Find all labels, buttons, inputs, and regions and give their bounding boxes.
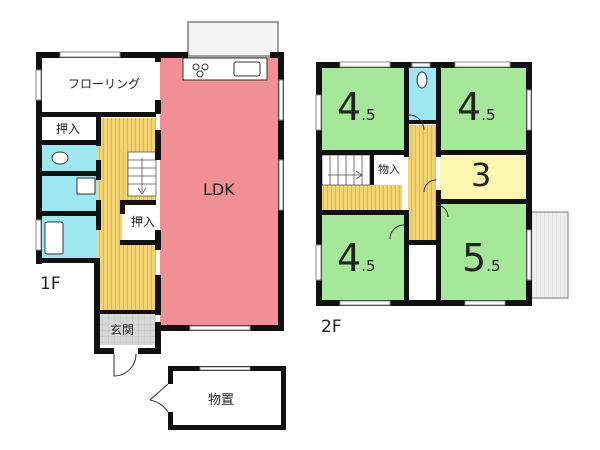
ldk-room bbox=[160, 57, 278, 325]
room-label-ldk: LDK bbox=[203, 180, 235, 199]
room-size-ne-dec: .5 bbox=[481, 106, 496, 124]
closet-mid bbox=[122, 205, 158, 243]
room-size-se: 5.5 bbox=[462, 239, 501, 277]
room-sw-4-5 bbox=[322, 215, 404, 300]
room-label-closet-2f: 物入 bbox=[378, 163, 400, 176]
room-label-oshiire-top: 押入 bbox=[56, 122, 81, 136]
second-floor-windows bbox=[315, 61, 532, 306]
flooring-room bbox=[40, 57, 158, 115]
toilet-bowl bbox=[51, 151, 69, 165]
stove-burner bbox=[196, 70, 204, 78]
room-size-se-int: 5 bbox=[462, 236, 487, 280]
sink bbox=[233, 61, 261, 77]
deck bbox=[187, 21, 279, 57]
room-size-nw: 4.5 bbox=[337, 88, 376, 126]
room-e-3 bbox=[440, 155, 526, 199]
room-nw-4-5 bbox=[322, 68, 404, 150]
closet-2f bbox=[372, 155, 406, 185]
stove-burner bbox=[201, 63, 209, 71]
stair-lines bbox=[128, 158, 156, 195]
first-floor-plan bbox=[35, 21, 284, 377]
room-size-sw-int: 4 bbox=[337, 236, 362, 280]
floor-label-1f: 1F bbox=[40, 274, 61, 294]
closet-2f-lower bbox=[408, 245, 436, 300]
toilet-bowl-2f bbox=[416, 71, 428, 89]
room-size-se-dec: .5 bbox=[486, 257, 501, 275]
stair-lines-2f bbox=[328, 155, 364, 185]
room-se-5-5 bbox=[440, 204, 526, 300]
room-ne-4-5 bbox=[440, 68, 526, 150]
room-size-nw-dec: .5 bbox=[361, 106, 376, 124]
front-door bbox=[113, 353, 137, 377]
room-size-sw: 4.5 bbox=[337, 239, 376, 277]
hallway-2f bbox=[322, 185, 402, 213]
stove-burner bbox=[192, 63, 200, 71]
genkan-floor bbox=[98, 313, 156, 345]
bathtub bbox=[44, 221, 64, 255]
room-size-e-3: 3 bbox=[471, 159, 491, 191]
wash-basin bbox=[76, 177, 96, 195]
hallway-2f-vertical bbox=[408, 125, 436, 240]
closet-top bbox=[40, 116, 98, 142]
room-size-ne-int: 4 bbox=[457, 85, 482, 129]
second-floor-doors bbox=[389, 114, 449, 240]
storage-building bbox=[149, 366, 286, 430]
room-size-ne: 4.5 bbox=[457, 88, 496, 126]
room-label-flooring: フローリング bbox=[68, 77, 141, 91]
first-floor-windows bbox=[35, 51, 284, 331]
second-floor-plan bbox=[315, 61, 569, 306]
room-size-nw-int: 4 bbox=[337, 85, 362, 129]
room-size-sw-dec: .5 bbox=[361, 257, 376, 275]
room-label-genkan: 玄関 bbox=[110, 323, 135, 337]
balcony bbox=[529, 211, 569, 299]
floor-label-2f: 2F bbox=[321, 317, 342, 337]
room-label-oshiire-mid: 押入 bbox=[131, 215, 156, 229]
room-size-e-3-int: 3 bbox=[471, 156, 492, 194]
toilet-room bbox=[40, 144, 98, 172]
room-label-storage: 物置 bbox=[208, 393, 235, 408]
